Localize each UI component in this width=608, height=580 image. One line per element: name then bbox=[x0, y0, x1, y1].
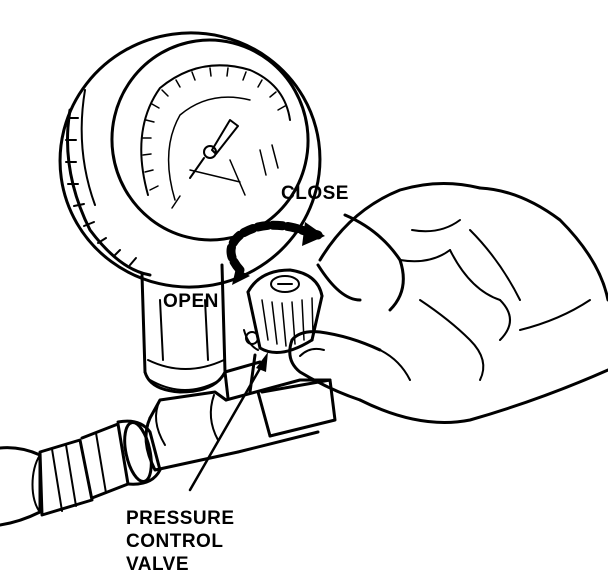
pressure-control-valve-label-line: VALVE bbox=[126, 554, 190, 575]
pressure-control-valve-label-line: PRESSURE bbox=[126, 508, 235, 529]
pressure-control-valve-label-line: CONTROL bbox=[126, 531, 224, 552]
hand bbox=[288, 182, 608, 424]
rotation-arrow bbox=[226, 220, 325, 285]
hose-fitting bbox=[38, 419, 162, 517]
leader-line bbox=[188, 352, 268, 492]
hose bbox=[0, 446, 42, 527]
pressure-control-valve-knob bbox=[243, 268, 324, 354]
gauge-case bbox=[58, 31, 322, 289]
tee-fitting bbox=[144, 360, 332, 472]
close-label: CLOSE bbox=[281, 183, 349, 204]
gauge-face bbox=[110, 38, 310, 242]
open-label: OPEN bbox=[163, 291, 219, 312]
